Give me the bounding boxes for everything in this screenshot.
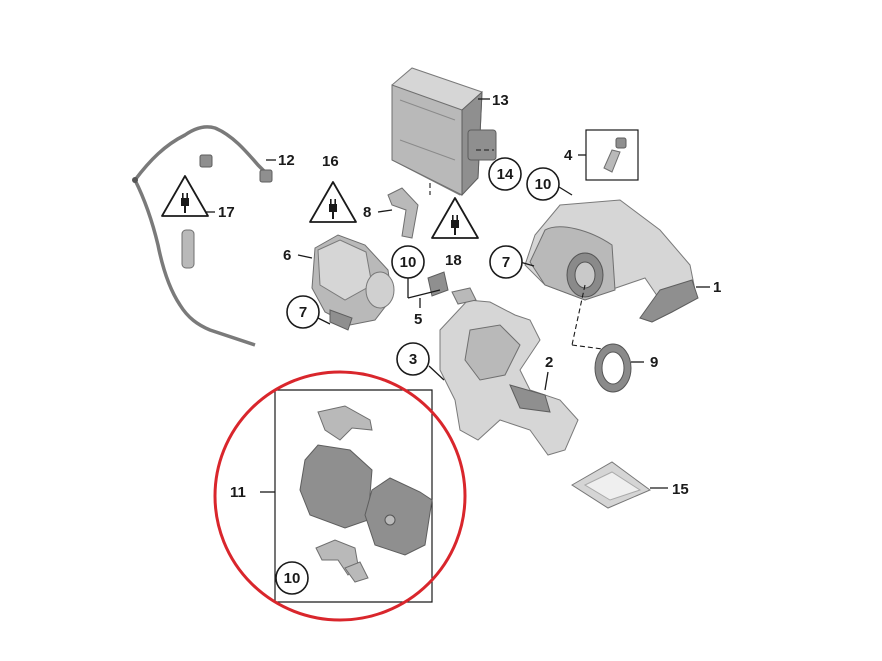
callout-4: 4 bbox=[564, 147, 573, 164]
callout-16: 16 bbox=[322, 153, 339, 170]
svg-text:10: 10 bbox=[284, 570, 301, 587]
callout-10: 10 bbox=[275, 561, 309, 595]
callout-9: 9 bbox=[650, 354, 658, 371]
svg-text:7: 7 bbox=[502, 254, 510, 271]
grease-packet-part bbox=[571, 461, 651, 509]
callout-1: 1 bbox=[713, 279, 721, 296]
callout-3: 3 bbox=[396, 342, 430, 376]
callout-18: 18 bbox=[445, 252, 462, 269]
caliper-carrier-part bbox=[439, 299, 579, 456]
svg-text:10: 10 bbox=[535, 176, 552, 193]
highlight-ring bbox=[213, 370, 467, 622]
brake-pad-set-part bbox=[274, 389, 433, 603]
warning-plug-icon bbox=[309, 181, 357, 223]
guide-bolt-part bbox=[427, 271, 477, 305]
callout-10: 10 bbox=[391, 245, 425, 279]
svg-text:10: 10 bbox=[400, 254, 417, 271]
callout-14: 14 bbox=[488, 157, 522, 191]
warning-plug-icon bbox=[161, 175, 209, 217]
control-unit-part bbox=[391, 67, 497, 197]
callout-10: 10 bbox=[526, 167, 560, 201]
caliper-housing-part bbox=[524, 199, 699, 323]
bleeder-valve-part bbox=[585, 129, 639, 181]
actuator-motor-part bbox=[311, 234, 395, 331]
callout-7: 7 bbox=[489, 245, 523, 279]
callout-17: 17 bbox=[218, 204, 235, 221]
callout-7: 7 bbox=[286, 295, 320, 329]
seal-ring-part bbox=[594, 343, 632, 393]
callout-12: 12 bbox=[278, 152, 295, 169]
callout-6: 6 bbox=[283, 247, 291, 264]
wear-sensor-cable-part bbox=[132, 125, 273, 347]
warning-plug-icon bbox=[431, 197, 479, 239]
callout-2: 2 bbox=[545, 354, 553, 371]
callout-13: 13 bbox=[492, 92, 509, 109]
svg-text:7: 7 bbox=[299, 304, 307, 321]
callout-8: 8 bbox=[363, 204, 371, 221]
callout-11: 11 bbox=[230, 484, 246, 501]
callout-5: 5 bbox=[414, 311, 422, 328]
bracket-clip-part bbox=[387, 187, 419, 239]
callout-15: 15 bbox=[672, 481, 689, 498]
svg-text:14: 14 bbox=[497, 166, 514, 183]
svg-text:3: 3 bbox=[409, 351, 417, 368]
